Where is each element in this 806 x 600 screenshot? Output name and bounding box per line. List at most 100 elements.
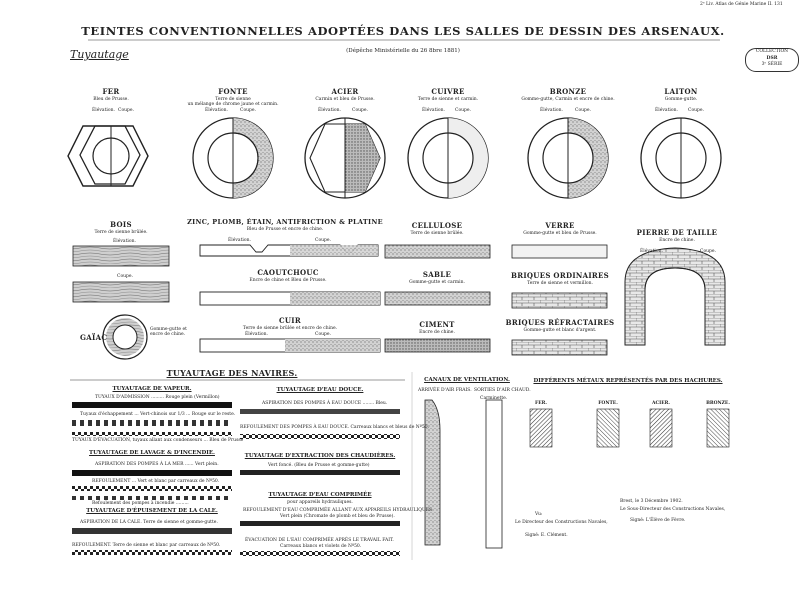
hachures-title: DIFFÉRENTS MÉTAUX REPRÉSENTÉS PAR DES HA… [533, 378, 723, 384]
sable-label: SABLE [422, 270, 452, 279]
pierre-de-taille-arch [624, 247, 726, 346]
lavage-incendie-bar [72, 496, 232, 500]
lavage-line-3: Refoulement des pompes à incendie ......… [92, 501, 189, 506]
bois-coupe-swatch [72, 281, 170, 303]
zinc-desc: Bleu de Prusse et encre de chine. [246, 227, 324, 232]
comprimee-refoulement-bar [240, 521, 400, 526]
ciment-desc: Encre de chine. [419, 330, 455, 335]
sable-desc: Gomme-gutte et carmin. [409, 280, 465, 285]
right-signatory-title: Le Sous-Directeur des Constructions Nava… [620, 507, 726, 512]
vapeur-echappement-bar [72, 420, 232, 426]
chaudieres-title: TUYAUTAGE D'EXTRACTION DES CHAUDIÈRES. [244, 453, 396, 459]
briques-refractaires-label: BRIQUES RÉFRACTAIRES [505, 318, 615, 327]
hachure-bronze [706, 408, 730, 448]
ventilation-title: CANAUX DE VENTILATION. [424, 377, 510, 383]
left-signatory-title: Le Directeur des Constructions Navales, [515, 520, 608, 525]
comprimee-line-3: ÉVACUATION DE L'EAU COMPRIMÉE APRÈS LE T… [245, 538, 394, 543]
vapeur-title: TUYAUTAGE DE VAPEUR. [112, 386, 192, 392]
zinc-view-coupe: Coupe. [315, 238, 332, 243]
ventilation-ducts [424, 399, 503, 549]
bois-elevation-swatch [72, 245, 170, 267]
cuivre-ring [407, 117, 489, 199]
sable-swatch [384, 291, 491, 306]
eau-douce-refoulement-bar [240, 434, 400, 439]
vapeur-line-1: TUYAUX D'ADMISSION ......... Rouge plein… [95, 395, 220, 400]
chaudieres-bar [240, 470, 400, 475]
hachure-fer [529, 408, 553, 448]
cuivre-view-elev: Élévation. [422, 108, 445, 113]
pierre-label: PIERRE DE TAILLE [636, 228, 718, 237]
fer-view-coupe: Coupe. [118, 108, 135, 113]
corner-reference: 2ᵉ Liv. Atlas de Génie Marine II. 131 [700, 2, 783, 7]
lavage-refoulement-bar [72, 486, 232, 491]
eau-douce-line-2: REFOULEMENT DES POMPES À EAU DOUCE. Carr… [240, 425, 429, 430]
briques-refractaires-swatch [511, 339, 608, 356]
page-subtitle: (Dépêche Ministérielle du 26 8bre 1881) [346, 48, 460, 54]
cuivre-label: CUIVRE [431, 87, 465, 96]
cuir-desc: Terre de sienne brûlée et encre de chine… [242, 326, 338, 331]
zinc-label: ZINC, PLOMB, ÉTAIN, ANTIFRICTION & PLATI… [187, 218, 383, 226]
pierre-desc: Encre de chine. [659, 238, 695, 243]
pierre-view-elev: Élévation. [640, 249, 663, 254]
hachure-fonte [596, 408, 620, 448]
handwritten-note: Tuyautage [70, 48, 129, 61]
cellulose-label: CELLULOSE [411, 221, 463, 230]
fonte-view-elev: Élévation. [205, 108, 228, 113]
laiton-ring [640, 117, 722, 199]
fonte-view-coupe: Coupe. [240, 108, 257, 113]
comprimee-line-2: Vert plein (Chromate de plomb et bleu de… [280, 514, 395, 519]
hachure-fonte-label: FONTE. [598, 401, 618, 406]
ciment-label: CIMENT [419, 320, 455, 329]
bronze-desc: Gomme-gutte, Carmin et encre de chine. [521, 97, 615, 102]
lavage-aspiration-bar [72, 470, 232, 476]
bronze-view-elev: Élévation. [540, 108, 563, 113]
cale-line-1: ASPIRATION DE LA CALE. Terre de sienne e… [80, 520, 218, 525]
left-signature: Signé: E. Clément. [525, 533, 568, 538]
tuyautage-heading: TUYAUTAGE DES NAVIRES. [166, 368, 298, 378]
cuivre-view-coupe: Coupe. [455, 108, 472, 113]
briques-ordinaires-label: BRIQUES ORDINAIRES [510, 271, 610, 280]
place-date: Brest, le 3 Décembre 1902. [620, 499, 683, 504]
comprimee-line-1: REFOULEMENT D'EAU COMPRIMÉE ALLANT AUX A… [243, 508, 433, 513]
gaiac-desc: Gomme-gutte et encre de chine. [150, 327, 187, 337]
comprimee-subtitle: pour appareils hydrauliques. [287, 500, 353, 505]
cale-title: TUYAUTAGE D'ÉPUISEMENT DE LA CALE. [86, 508, 218, 514]
fer-label: FER [102, 87, 120, 96]
laiton-view-coupe: Coupe. [688, 108, 705, 113]
fonte-ring [192, 117, 274, 199]
cuir-view-elev: Élévation. [245, 332, 268, 337]
cuir-label: CUIR [279, 316, 301, 325]
fer-nut [67, 125, 149, 187]
bois-view-elev: Élévation. [113, 239, 136, 244]
pierre-view-coupe: Coupe. [700, 249, 717, 254]
cale-aspiration-bar [72, 528, 232, 534]
comprimee-evacuation-bar [240, 551, 400, 556]
laiton-view-elev: Élévation. [655, 108, 678, 113]
acier-view-elev: Élévation. [318, 108, 341, 113]
vapeur-line-2: Tuyaux d'échappement ... Vert-chinois su… [80, 412, 236, 417]
cellulose-swatch [384, 244, 491, 259]
laiton-desc: Gomme-gutte. [664, 97, 698, 102]
cellulose-desc: Terre de sienne brûlée. [410, 231, 464, 236]
cuivre-desc: Terre de sienne et carmin. [417, 97, 479, 102]
lavage-line-1: ASPIRATION DES POMPES À LA MER ...... Ve… [95, 462, 219, 467]
collection-stamp: COLLECTION DSR 3ᵉ SÉRIE [745, 48, 799, 72]
lavage-line-2: REFOULEMENT ... Vert et blanc par carrea… [92, 479, 220, 484]
acier-view-coupe: Coupe. [352, 108, 369, 113]
ventilation-col1: ARRIVÉE D'AIR FRAIS. [418, 388, 472, 393]
eau-douce-line-1: ASPIRATION DES POMPES À EAU DOUCE ......… [262, 401, 388, 406]
right-signature: Signé: L'Élève de Fèvre. [630, 518, 686, 523]
bronze-label: BRONZE [549, 87, 587, 96]
page-title: TEINTES CONVENTIONNELLES ADOPTÉES DANS L… [81, 24, 725, 38]
fer-view-elev: Élévation. [92, 108, 115, 113]
chaudieres-line-1: Vert foncé. (Bleu de Prusse et gomme-gut… [268, 463, 370, 468]
vapeur-evacuation-bar [72, 432, 232, 436]
caoutchouc-label: CAOUTCHOUC [257, 268, 319, 277]
eau-douce-aspiration-bar [240, 409, 400, 414]
zinc-view-elev: Élévation. [228, 238, 251, 243]
ventilation-col2-sub: Carminette. [480, 396, 508, 401]
hachure-acier [649, 408, 673, 448]
acier-nut [304, 117, 386, 199]
verre-swatch [511, 244, 608, 259]
